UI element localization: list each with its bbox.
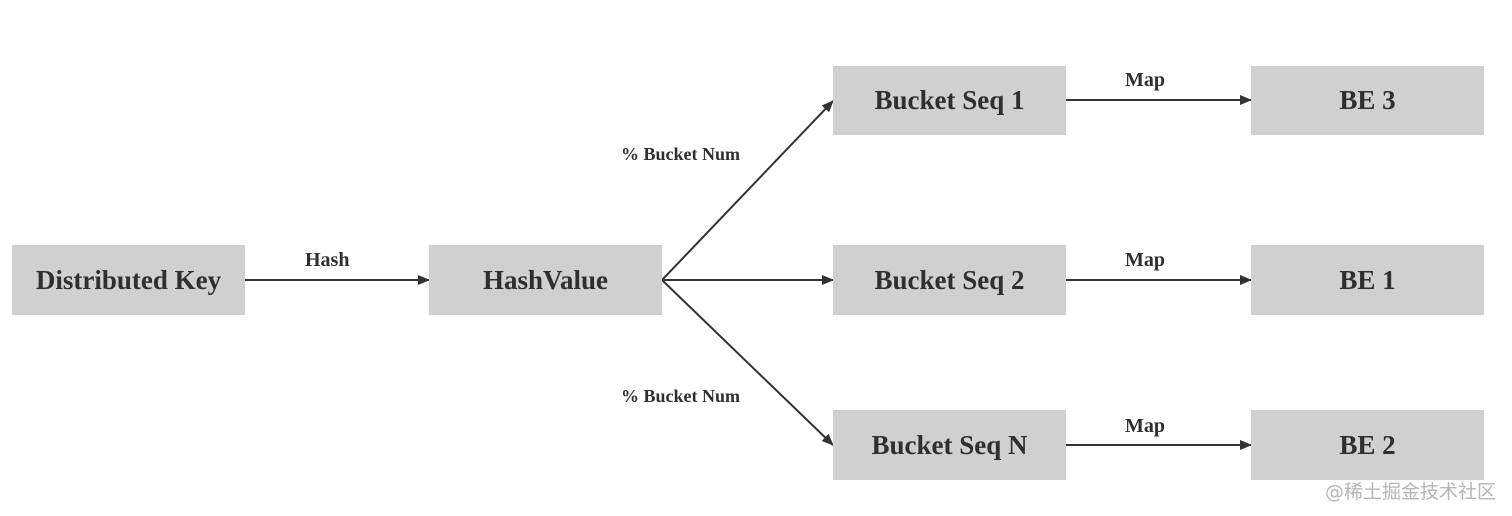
edge-label-map-2: Map	[1125, 249, 1165, 271]
edge-hash-to-seq-1	[661, 100, 834, 281]
edge-label-hash: Hash	[305, 249, 350, 271]
node-be-2: BE 2	[1251, 410, 1484, 480]
node-be-3: BE 3	[1251, 66, 1484, 135]
node-bucket-seq-1: Bucket Seq 1	[833, 66, 1066, 135]
edge-label-map-1: Map	[1125, 69, 1165, 91]
edge-label-map-3: Map	[1125, 415, 1165, 437]
node-bucket-seq-2: Bucket Seq 2	[833, 245, 1066, 315]
node-hash-value: HashValue	[429, 245, 662, 315]
edge-label-bucket-num-bottom: % Bucket Num	[621, 386, 741, 406]
edge-label-bucket-num-top: % Bucket Num	[621, 144, 741, 164]
edge-hash-to-seq-n	[661, 279, 834, 446]
node-bucket-seq-n: Bucket Seq N	[833, 410, 1066, 480]
watermark-text: @稀土掘金技术社区	[1324, 481, 1496, 503]
node-distributed-key: Distributed Key	[12, 245, 245, 315]
node-be-1: BE 1	[1251, 245, 1484, 315]
